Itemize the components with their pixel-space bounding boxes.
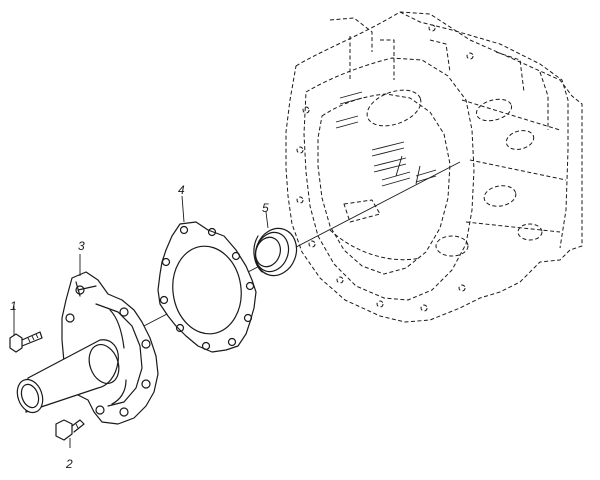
part-2-bolt [55, 419, 85, 441]
callout-2: 2 [65, 457, 73, 471]
part-5-seal-ring [253, 227, 298, 277]
part-4-gasket [157, 221, 257, 353]
part-1-bolt [9, 331, 43, 353]
callout-1: 1 [10, 299, 17, 313]
housing-studs [335, 91, 437, 187]
callout-3: 3 [78, 239, 85, 253]
callout-labels: 1 2 3 4 5 [10, 183, 269, 471]
part-3-bearing-cover [16, 271, 159, 425]
callout-4: 4 [178, 183, 185, 197]
leader-lines [13, 195, 269, 448]
clutch-housing [285, 11, 583, 323]
callout-5: 5 [262, 201, 269, 215]
